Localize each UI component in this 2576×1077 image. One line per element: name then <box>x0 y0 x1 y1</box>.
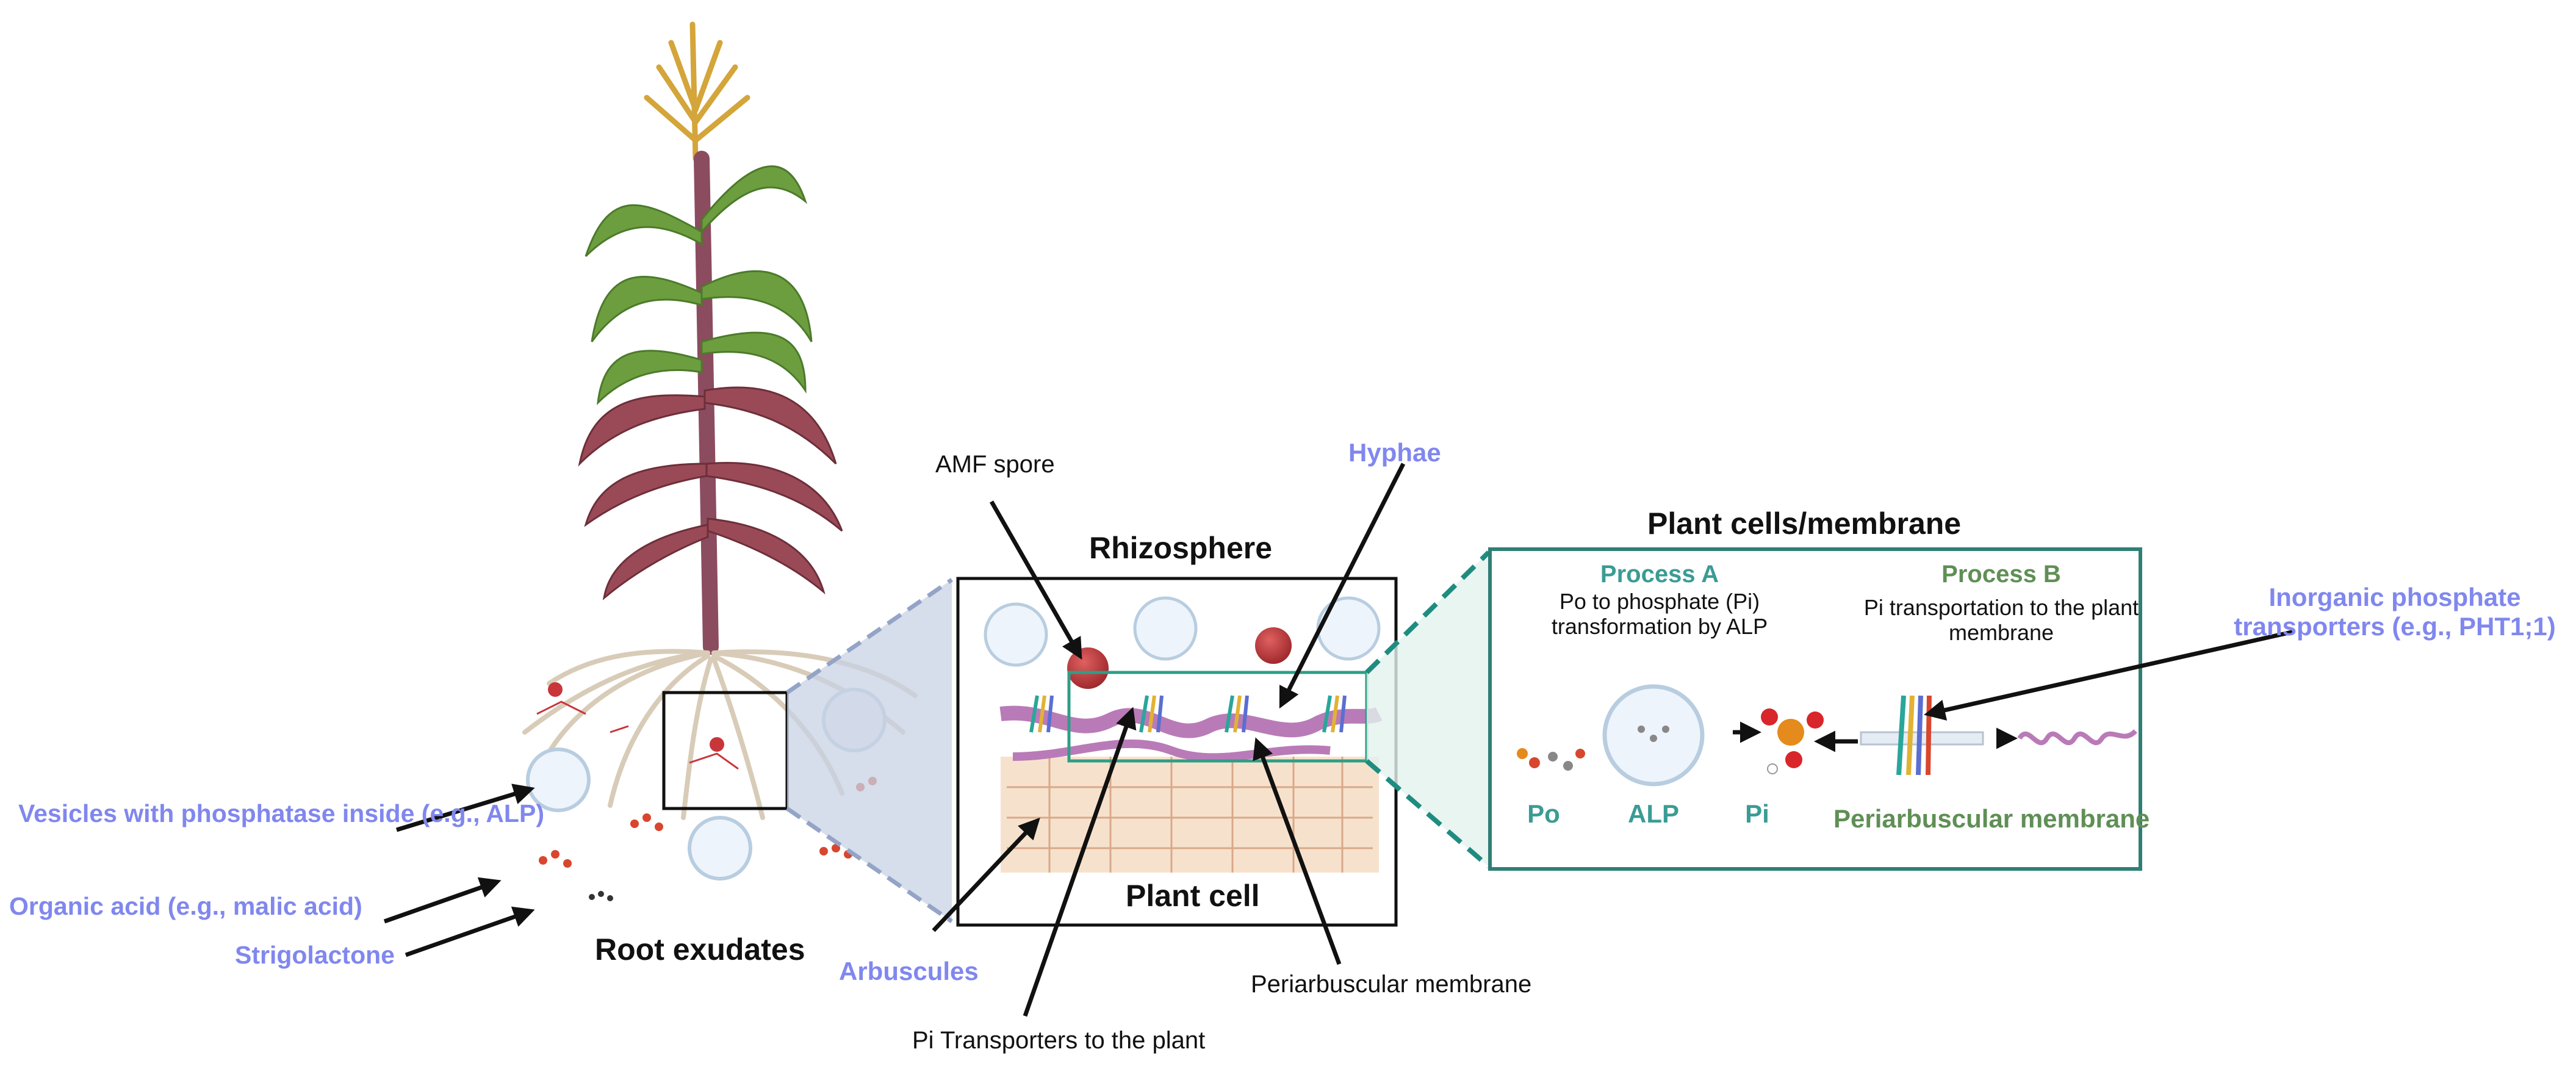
plant-cell-title: Plant cell <box>1126 879 1260 913</box>
periarbuscular-label: Periarbuscular membrane <box>1251 971 1532 998</box>
strigolactone-label: Strigolactone <box>235 941 395 969</box>
green-leaves <box>585 165 813 406</box>
process-b-description: Pi transportation to the plant membrane <box>1863 595 2139 646</box>
annotation-arrows <box>383 463 2295 1017</box>
transporter-proteins <box>1029 695 1347 733</box>
plant-cells-title: Plant cells/membrane <box>1647 506 1962 541</box>
po-label: Po <box>1527 799 1560 828</box>
organic-acid-label: Organic acid (e.g., malic acid) <box>9 892 362 920</box>
process-a-title: Process A <box>1600 561 1719 588</box>
inorganic-transporters-label: Inorganic phosphate transporters (e.g., … <box>2234 583 2556 641</box>
lower-leaves <box>578 386 843 600</box>
pi-label: Pi <box>1745 799 1769 828</box>
vesicles-label: Vesicles with phosphatase inside (e.g., … <box>18 799 544 827</box>
tassel <box>644 21 750 162</box>
rhizosphere-panel <box>956 577 1398 927</box>
root-zoom-box <box>662 691 789 810</box>
alp-label: ALP <box>1628 799 1679 828</box>
process-b-title: Process B <box>1941 561 2061 588</box>
process-a-description: Po to phosphate (Pi) transformation by A… <box>1551 589 1768 639</box>
hyphae-label: Hyphae <box>1348 438 1441 467</box>
plant-cells-panel <box>1488 547 2142 871</box>
arbuscules-label: Arbuscules <box>839 957 979 985</box>
maize-plant-illustration <box>522 21 918 820</box>
po-molecule <box>1517 748 1585 771</box>
zoom-funnel-left <box>787 580 952 921</box>
strigolactone-molecule <box>589 891 613 901</box>
rhizosphere-title: Rhizosphere <box>1089 531 1273 565</box>
pi-molecule <box>1761 708 1824 774</box>
root-exudates-title: Root exudates <box>595 932 805 967</box>
amf-spore-label: AMF spore <box>935 451 1055 478</box>
membrane-squiggle <box>2017 729 2137 746</box>
pi-transporters-label: Pi Transporters to the plant <box>912 1027 1206 1054</box>
root-hyphae <box>536 701 739 770</box>
root-spores <box>548 682 724 752</box>
periarbuscular-membrane-label: Periarbuscular membrane <box>1833 804 2150 833</box>
